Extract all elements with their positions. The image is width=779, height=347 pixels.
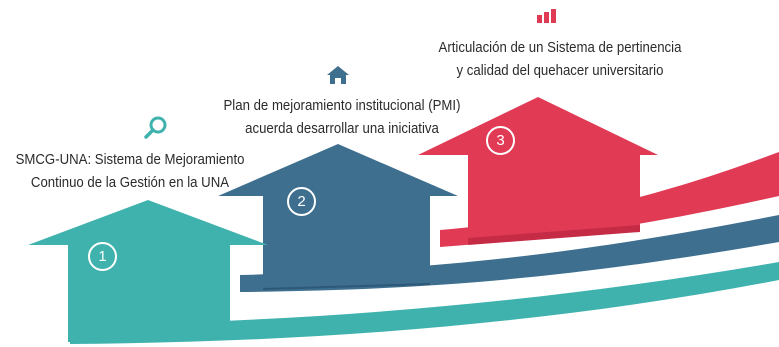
step-1-number: 1 (88, 242, 117, 271)
step-3-caption-line-1: Articulación de un Sistema de pertinenci… (438, 39, 682, 56)
step-1-caption-line-1: SMCG-UNA: Sistema de Mejoramiento (15, 151, 245, 168)
search-icon (144, 116, 167, 139)
step-1-caption-line-2: Continuo de la Gestión en la UNA (30, 174, 230, 191)
step-2-number: 2 (287, 187, 316, 216)
bar-chart-icon (537, 9, 556, 23)
arrow-2 (218, 144, 458, 288)
arrow-1 (28, 200, 268, 342)
ribbon-teal (70, 262, 779, 344)
step-2-caption-line-2: acuerda desarrollar una iniciativa (245, 120, 439, 137)
step-2-caption-line-1: Plan de mejoramiento institucional (PMI) (223, 97, 461, 114)
home-icon (327, 66, 349, 84)
step-1-caption: SMCG-UNA: Sistema de Mejoramiento Contin… (16, 148, 245, 194)
step-3-caption-line-2: y calidad del quehacer universitario (456, 62, 664, 79)
step-3-caption: Articulación de un Sistema de pertinenci… (428, 36, 692, 82)
step-3-number: 3 (486, 126, 515, 155)
step-2-caption: Plan de mejoramiento institucional (PMI)… (210, 94, 474, 140)
arrow-3 (418, 97, 658, 238)
